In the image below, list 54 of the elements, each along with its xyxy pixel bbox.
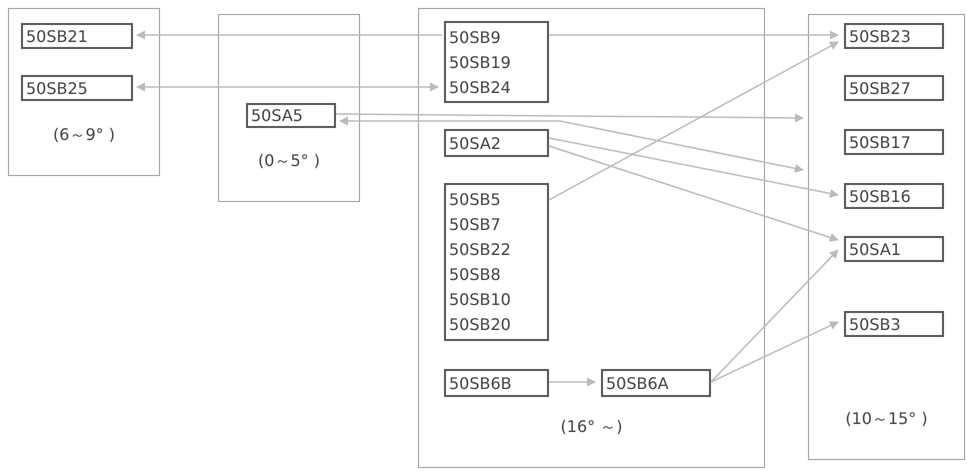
arrow [710, 249, 839, 383]
item-box [444, 369, 549, 397]
arrow [549, 30, 839, 40]
group-label: (0～5° ) [257, 150, 321, 172]
item-box [601, 369, 711, 397]
item-code: 50SB3 [849, 314, 902, 336]
item-code: 50SA5 [251, 105, 304, 127]
item-code: 50SB27 [849, 78, 912, 100]
item-box [21, 75, 133, 101]
item-code: 50SB21 [26, 26, 89, 48]
item-box [844, 236, 944, 262]
arrow [548, 41, 839, 201]
item-box [21, 23, 133, 49]
item-code: 50SB23 [849, 26, 912, 48]
item-code: 50SB10 [449, 289, 512, 311]
group-label: (10～15° ) [844, 408, 929, 430]
item-code: 50SB17 [849, 132, 912, 154]
item-code: 50SB22 [449, 239, 512, 261]
item-code: 50SB19 [449, 52, 512, 74]
item-code: 50SB5 [449, 189, 502, 211]
arrow [710, 321, 839, 383]
item-code: 50SB7 [449, 214, 502, 236]
item-code: 50SB24 [449, 76, 512, 98]
item-code: 50SB6B [449, 372, 513, 394]
item-box [844, 311, 944, 337]
arrow [136, 82, 439, 92]
arrow [549, 378, 596, 386]
item-code: 50SB20 [449, 314, 512, 336]
item-box [844, 129, 944, 155]
group-label: (16° ～) [560, 416, 624, 438]
item-code: 50SB25 [26, 78, 89, 100]
group-box [418, 8, 765, 468]
item-code: 50SB16 [849, 186, 912, 208]
arrow [548, 137, 839, 198]
arrow [548, 145, 839, 242]
item-box [444, 129, 549, 157]
item-code: 50SB9 [449, 26, 502, 48]
item-box [444, 21, 549, 103]
group-box [8, 8, 160, 176]
item-code: 50SA2 [449, 132, 502, 154]
group-label: (6～9° ) [52, 124, 116, 146]
item-box [444, 183, 549, 341]
arrow [339, 116, 804, 173]
item-code: 50SB8 [449, 264, 502, 286]
item-box [246, 103, 336, 128]
item-code: 50SA1 [849, 238, 902, 260]
group-box [808, 14, 965, 460]
arrow [136, 30, 442, 40]
item-box [844, 75, 944, 101]
item-code: 50SB6A [606, 372, 670, 394]
group-box [218, 14, 360, 202]
item-box [844, 23, 944, 49]
item-box [844, 183, 944, 209]
arrow [336, 113, 804, 122]
